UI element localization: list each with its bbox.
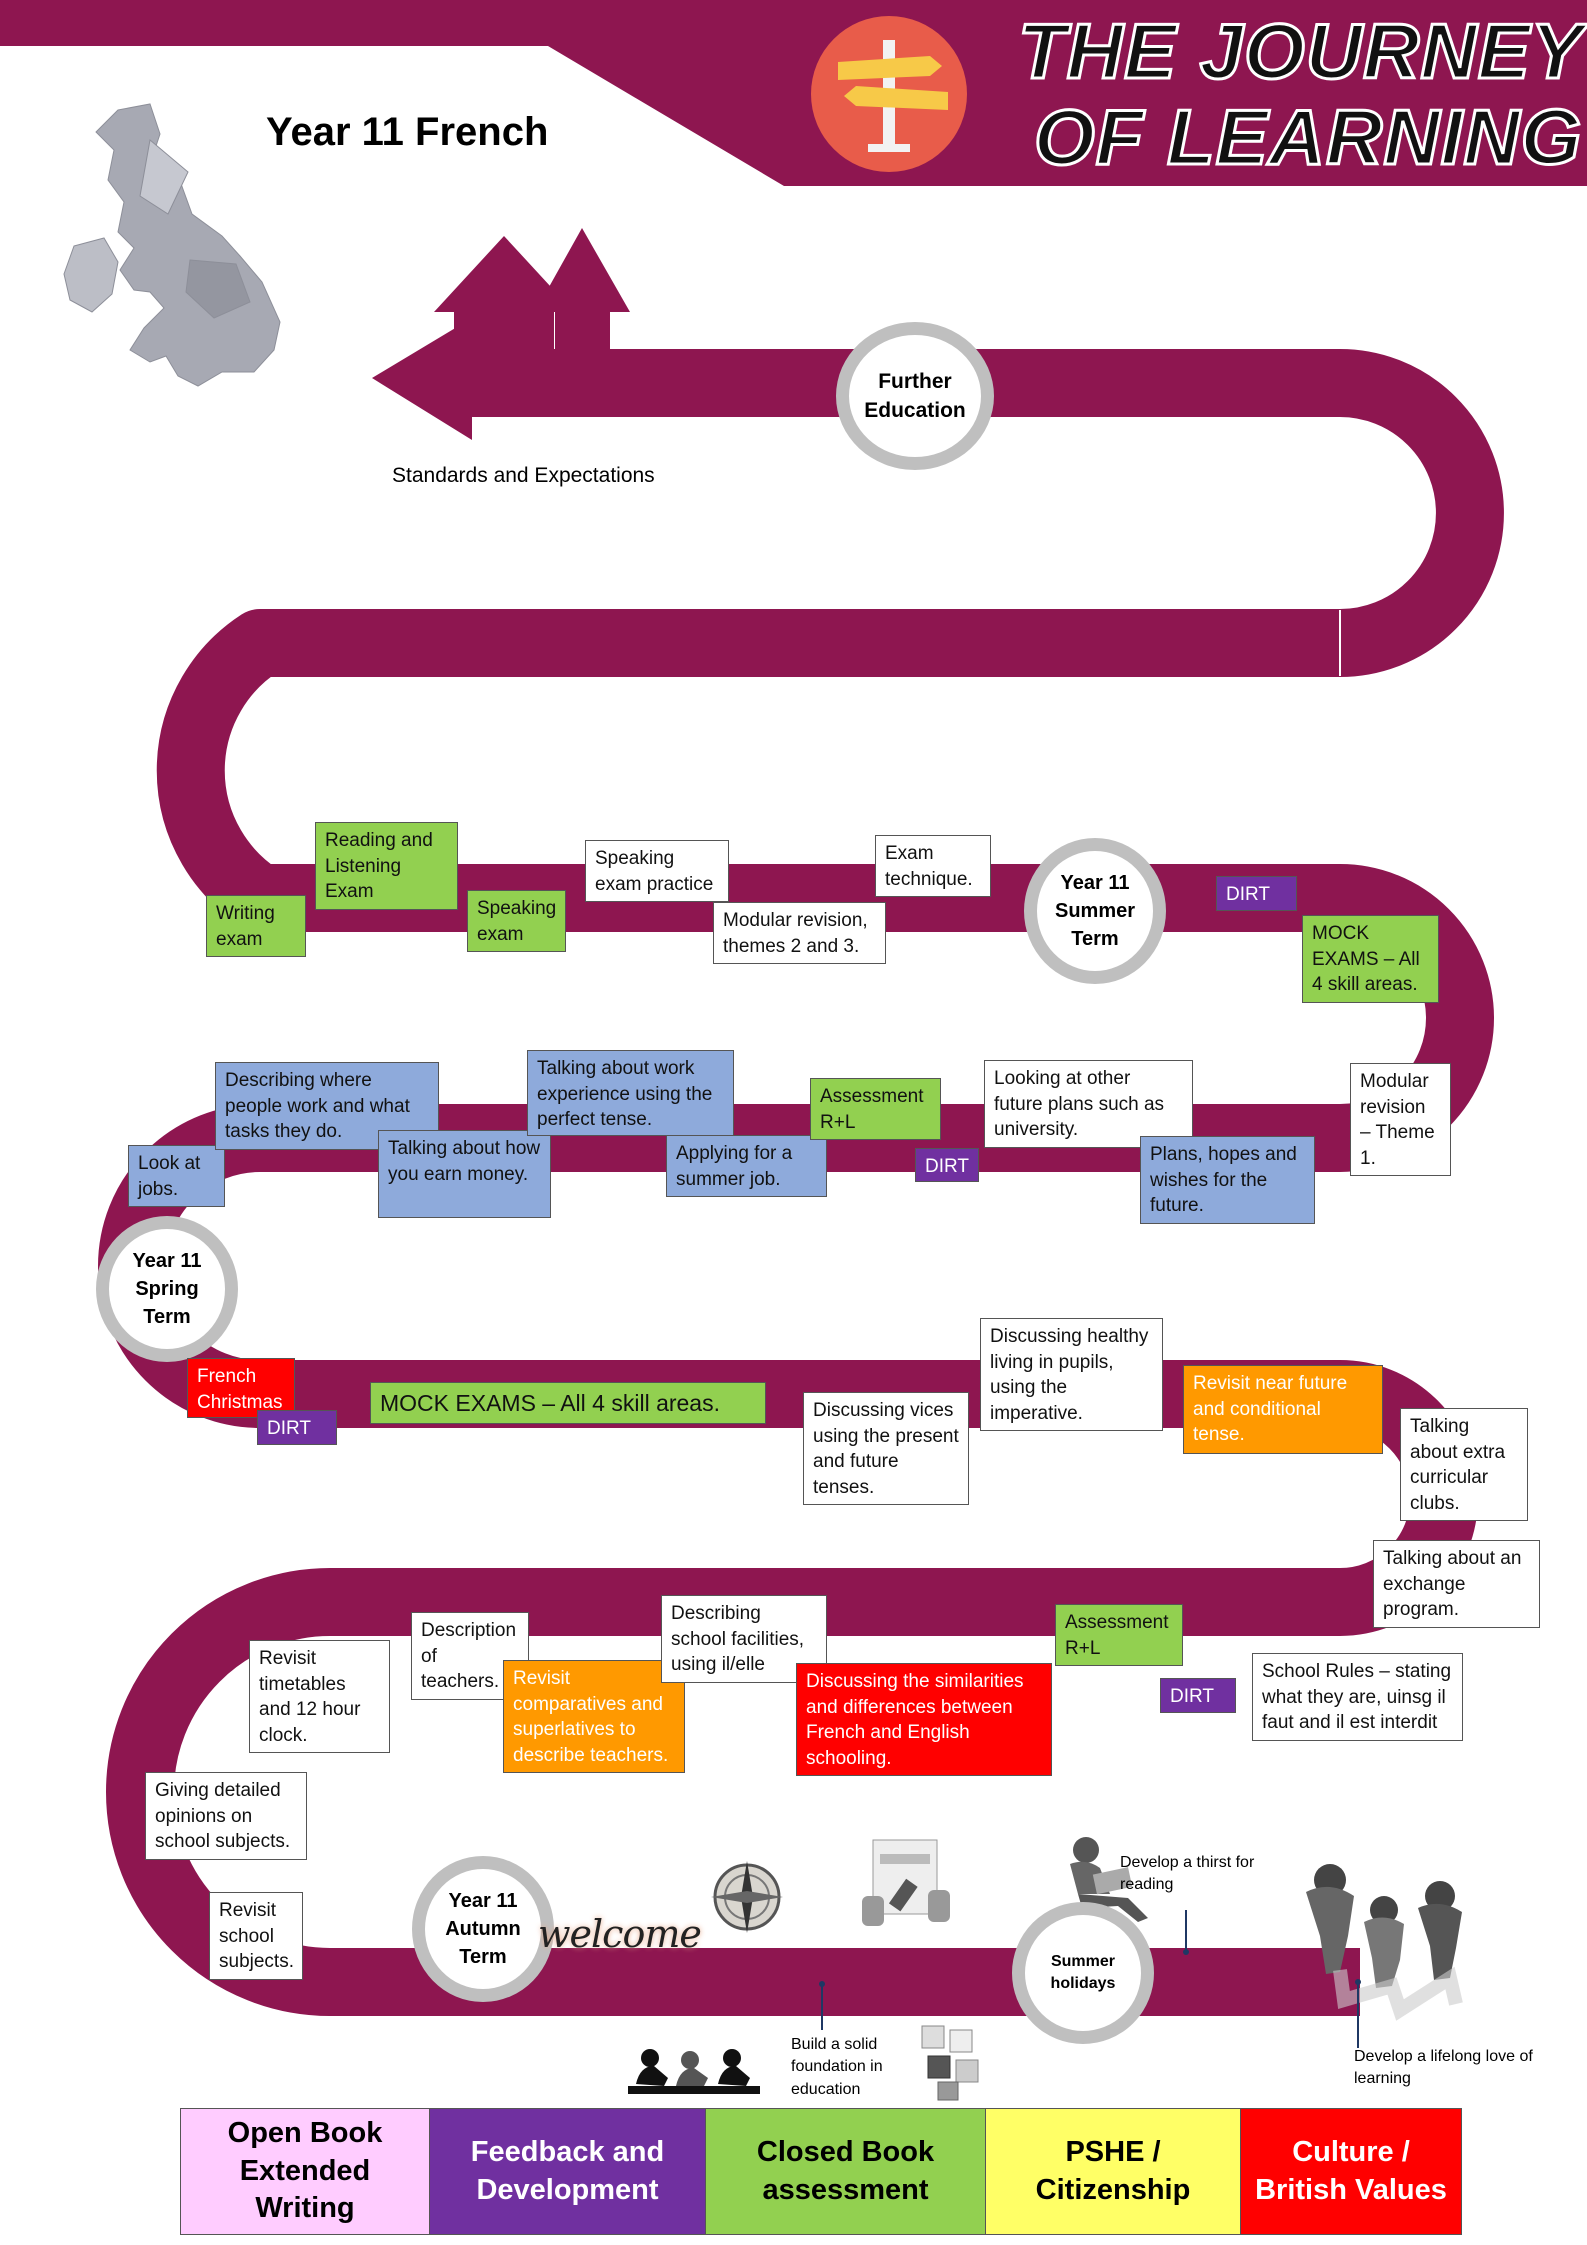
welcome-script: welcome — [538, 1912, 702, 1956]
up-arrow-right — [535, 228, 630, 350]
puzzle-icon — [921, 2025, 979, 2101]
applying-job-box: Applying for a summer job. — [666, 1135, 827, 1197]
walking-people-icon — [1306, 1864, 1463, 2021]
look-at-jobs-box: Look at jobs. — [128, 1145, 225, 1207]
exam-technique-box: Exam technique. — [875, 835, 991, 897]
modular-revision-2-3-box: Modular revision, themes 2 and 3. — [713, 902, 886, 964]
approved-stamp-icon — [862, 1839, 950, 1926]
mock-exams-summer-box: MOCK EXAMS – All 4 skill areas. — [1302, 915, 1439, 1003]
banner-title-line1: THE JOURNEY — [1017, 6, 1585, 97]
term-further-education: Further Education — [836, 322, 994, 470]
term-summer-holidays: Summer holidays — [1012, 1902, 1154, 2044]
standards-label: Standards and Expectations — [392, 464, 655, 487]
modular-revision-1-box: Modular revision – Theme 1. — [1350, 1063, 1451, 1176]
talking-money-box: Talking about how you earn money. — [378, 1130, 551, 1218]
signpost-icon — [811, 16, 967, 172]
mock-exams-autumn-box: MOCK EXAMS – All 4 skill areas. — [370, 1382, 766, 1424]
vices-box: Discussing vices using the present and f… — [803, 1392, 969, 1505]
french-christmas-box: French Christmas — [187, 1358, 295, 1418]
similarities-box: Discussing the similarities and differen… — [796, 1663, 1052, 1776]
work-experience-box: Talking about work experience using the … — [527, 1050, 734, 1136]
dirt-autumn1-box: DIRT — [1160, 1678, 1236, 1713]
header-top-band — [0, 0, 1587, 186]
school-facilities-box: Describing school facilities, using il/e… — [661, 1595, 827, 1683]
up-arrow-left — [434, 236, 574, 350]
dirt-spring-box: DIRT — [915, 1148, 979, 1182]
thirst-reading-note: Develop a thirst for reading — [1120, 1854, 1255, 1894]
key-closed-book: Closed Book assessment — [705, 2108, 986, 2235]
assessment-autumn-box: Assessment R+L — [1055, 1604, 1183, 1666]
healthy-living-box: Discussing healthy living in pupils, usi… — [980, 1318, 1163, 1431]
reading-listening-exam-box: Reading and Listening Exam — [315, 822, 458, 910]
key-open-book: Open Book Extended Writing — [180, 2108, 430, 2235]
revisit-subjects-box: Revisit school subjects. — [209, 1892, 303, 1980]
dirt-summer-box: DIRT — [1216, 876, 1297, 911]
banner-title-line2: OF LEARNING — [1032, 92, 1583, 183]
speaking-practice-box: Speaking exam practice — [585, 840, 729, 902]
exchange-box: Talking about an exchange program. — [1373, 1540, 1540, 1628]
page-title: Year 11 French — [266, 110, 549, 154]
plans-hopes-box: Plans, hopes and wishes for the future. — [1140, 1136, 1315, 1224]
term-autumn: Year 11 Autumn Term — [412, 1856, 554, 2002]
left-arrow-body — [472, 350, 860, 416]
uk-map-icon — [63, 103, 281, 387]
lifelong-love-note: Develop a lifelong love of learning — [1354, 2048, 1533, 2088]
revisit-timetables-box: Revisit timetables and 12 hour clock. — [249, 1640, 390, 1753]
revisit-comparatives-box: Revisit comparatives and superlatives to… — [503, 1660, 685, 1773]
key-feedback: Feedback and Development — [429, 2108, 706, 2235]
term-summer: Year 11 Summer Term — [1024, 838, 1166, 984]
extra-curricular-box: Talking about extra curricular clubs. — [1400, 1408, 1528, 1521]
key-culture: Culture / British Values — [1240, 2108, 1462, 2235]
term-spring: Year 11 Spring Term — [96, 1216, 238, 1362]
assessment-spring-box: Assessment R+L — [810, 1078, 941, 1140]
speaking-exam-box: Speaking exam — [467, 890, 566, 952]
school-rules-box: School Rules – stating what they are, ui… — [1252, 1653, 1463, 1741]
detailed-opinions-box: Giving detailed opinions on school subje… — [145, 1772, 307, 1860]
future-plans-box: Looking at other future plans such as un… — [984, 1060, 1193, 1148]
build-foundation-note: Build a solid foundation in education — [791, 2036, 883, 2098]
dirt-autumn2-box: DIRT — [257, 1410, 337, 1445]
students-silhouette-icon — [628, 2049, 760, 2094]
reading-person-icon — [1070, 1837, 1148, 1922]
compass-icon — [711, 1861, 783, 1933]
revisit-future-box: Revisit near future and conditional tens… — [1183, 1365, 1383, 1454]
writing-exam-box: Writing exam — [206, 895, 306, 957]
key-pshe: PSHE / Citizenship — [985, 2108, 1241, 2235]
